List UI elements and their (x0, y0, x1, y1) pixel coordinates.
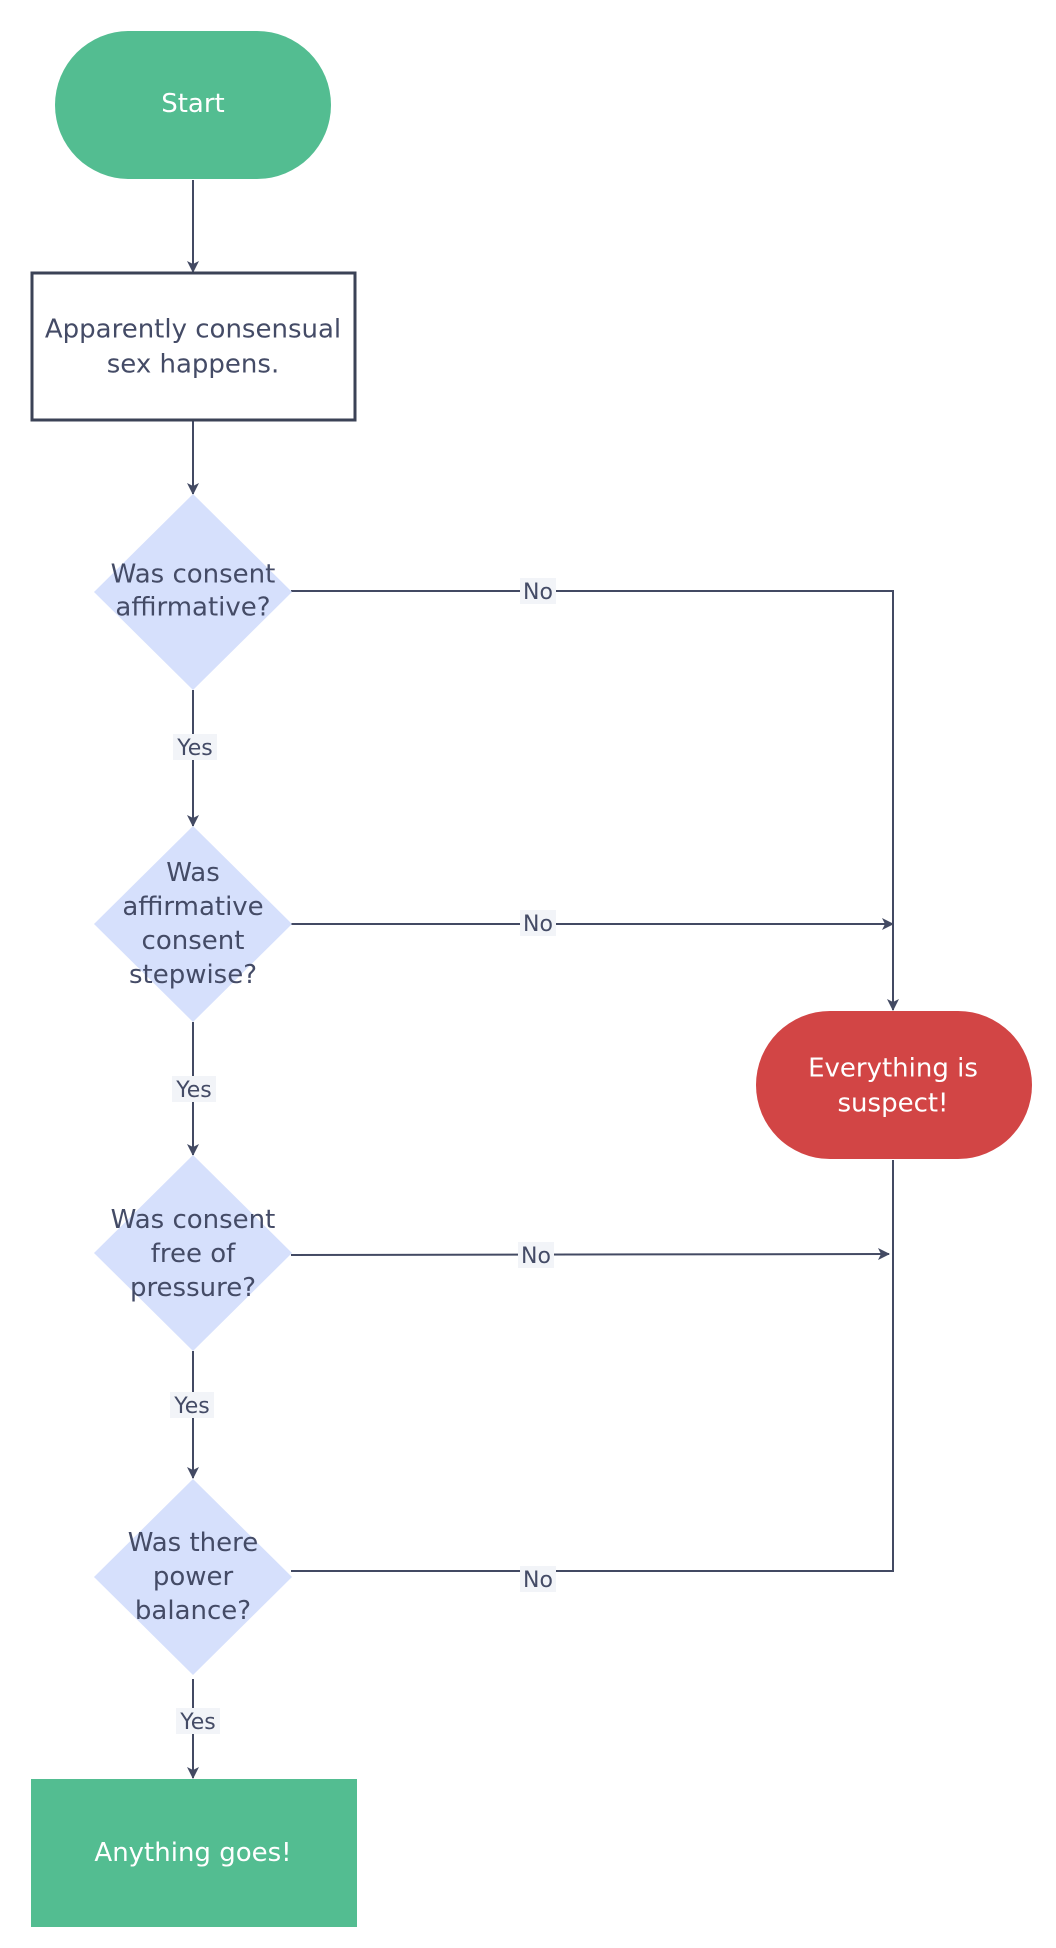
process-label-line: sex happens. (107, 350, 279, 380)
decision-pressure: Was consent free of pressure? (94, 1155, 292, 1351)
decision1-label-line: affirmative? (115, 593, 270, 623)
edge-label-bg (173, 734, 217, 760)
start-label-line: Start (161, 89, 225, 119)
edge-decision4-no (291, 1160, 894, 1572)
edge-label-d2-yes: Yes (172, 1076, 216, 1103)
suspect-label-line: Everything is (808, 1054, 978, 1084)
edge-label-d4-no: No (520, 1566, 556, 1593)
process-node-text: Apparently consensual sex happens. (45, 315, 341, 380)
edge-label-bg (176, 1708, 220, 1734)
edge-label-bg (172, 1076, 216, 1102)
suspect-node: Everything is suspect! (756, 1011, 1032, 1159)
edge-label-text: No (523, 912, 553, 937)
edge-label-text: Yes (175, 1078, 212, 1103)
suspect-label-line: suspect! (838, 1089, 949, 1119)
edge-label-d1-no: No (520, 578, 556, 605)
edge-label-text: No (523, 580, 553, 605)
edge-label-text: Yes (179, 1710, 216, 1735)
anything-goes-node: Anything goes! (31, 1779, 357, 1927)
decision-power-balance: Was there power balance? (94, 1479, 292, 1675)
decision4-label-line: Was there (128, 1528, 259, 1558)
edge-label-d2-no: No (520, 910, 556, 937)
process-node: Apparently consensual sex happens. (30, 271, 357, 422)
suspect-node-text: Everything is suspect! (808, 1054, 978, 1119)
decision-power-balance-text: Was there power balance? (128, 1528, 259, 1626)
edge-label-d3-no: No (518, 1242, 554, 1269)
edge-label-d3-yes: Yes (170, 1392, 214, 1419)
decision2-label-line: consent (142, 926, 245, 956)
edge-label-d1-yes: Yes (173, 734, 217, 761)
edge-label-bg (520, 1566, 556, 1592)
decision3-label-line: pressure? (130, 1273, 256, 1303)
edge-labels: No Yes No Yes No Yes No Yes (170, 578, 556, 1735)
edge-label-text: Yes (176, 736, 213, 761)
anything-goes-node-text: Anything goes! (94, 1838, 291, 1868)
suspect-node-shape (756, 1011, 1032, 1159)
process-node-shape (30, 271, 357, 422)
start-node-text: Start (161, 89, 225, 119)
decision3-label-line: free of (151, 1239, 236, 1269)
decision3-label-line: Was consent (111, 1205, 276, 1235)
anything-goes-node-shape (31, 1779, 357, 1927)
edge-decision3-no (290, 1248, 890, 1261)
decision-power-balance-shape (94, 1479, 292, 1675)
edge-label-text: No (521, 1244, 551, 1269)
decision1-label-line: Was consent (111, 560, 276, 590)
edge-label-bg (520, 910, 556, 936)
edge-label-bg (518, 1242, 554, 1268)
decision2-label-line: stepwise? (129, 960, 257, 990)
decision-pressure-text: Was consent free of pressure? (111, 1205, 276, 1303)
edge-label-d4-yes: Yes (176, 1708, 220, 1735)
process-label-line: Apparently consensual (45, 315, 341, 345)
decision-pressure-shape (94, 1155, 292, 1351)
decision-stepwise: Was affirmative consent stepwise? (94, 826, 292, 1022)
edge-label-bg (170, 1392, 214, 1418)
decision-stepwise-text: Was affirmative consent stepwise? (122, 858, 263, 990)
edge-label-text: Yes (173, 1394, 210, 1419)
edge-label-bg (520, 578, 556, 604)
decision-stepwise-shape (94, 826, 292, 1022)
decision2-label-line: Was (166, 858, 220, 888)
anything-label-line: Anything goes! (94, 1838, 291, 1868)
edge-decision1-no (291, 590, 899, 1011)
start-node: Start (55, 31, 331, 179)
decision-affirmative-shape (94, 494, 292, 690)
decision2-label-line: affirmative (122, 892, 263, 922)
start-node-shape (55, 31, 331, 179)
decision4-label-line: power (153, 1562, 234, 1592)
decision4-label-line: balance? (135, 1596, 251, 1626)
edge-label-text: No (523, 1568, 553, 1593)
